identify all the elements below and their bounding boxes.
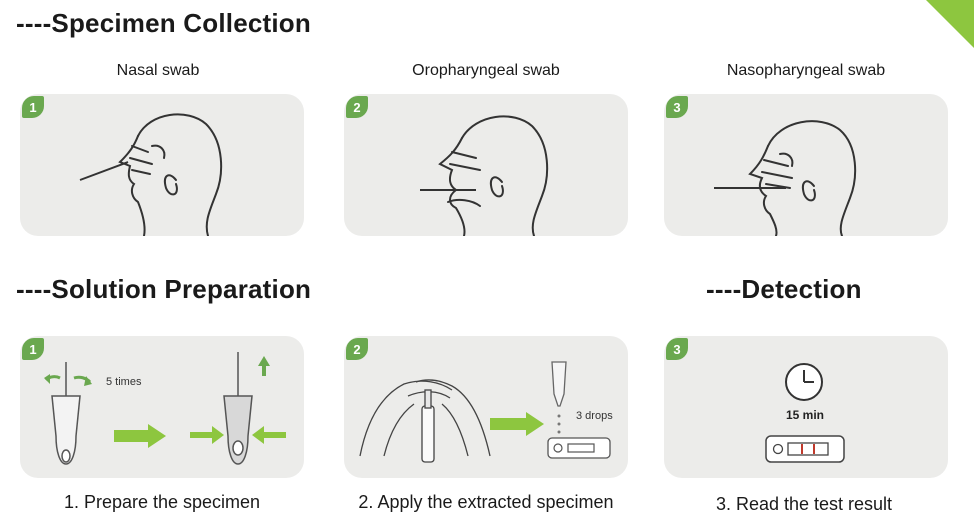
panel-read-result: 3 15 min bbox=[664, 336, 948, 478]
badge: 1 bbox=[22, 96, 44, 118]
caption-apply-specimen: 2. Apply the extracted specimen bbox=[358, 492, 614, 512]
section-title-detection: ----Detection bbox=[706, 274, 862, 304]
badge: 3 bbox=[666, 338, 688, 360]
head-nasal-swab-illustration bbox=[79, 113, 223, 236]
panel-apply-specimen: 2 3 drops bbox=[344, 336, 628, 478]
caption-prepare-specimen: 1. Prepare the specimen bbox=[63, 492, 261, 512]
panel-nasopharyngeal-swab: 3 bbox=[664, 94, 948, 236]
corner-decoration bbox=[926, 0, 974, 48]
tube-swab-illustration bbox=[44, 352, 286, 465]
head-oropharyngeal-swab-illustration bbox=[420, 115, 549, 236]
section-title-solution-preparation: ----Solution Preparation bbox=[16, 274, 312, 304]
timer-cassette-illustration bbox=[765, 363, 845, 463]
badge: 2 bbox=[346, 338, 368, 360]
caption-read-result: 3. Read the test result bbox=[715, 494, 893, 514]
panel-oropharyngeal-swab: 2 bbox=[344, 94, 628, 236]
note-three-drops: 3 drops bbox=[576, 410, 613, 422]
label-nasopharyngeal-swab: Nasopharyngeal swab bbox=[726, 62, 886, 79]
badge: 1 bbox=[22, 338, 44, 360]
hands-dropper-illustration bbox=[359, 361, 611, 463]
section-title-specimen-collection: ----Specimen Collection bbox=[16, 8, 311, 38]
panel-nasal-swab: 1 bbox=[20, 94, 304, 236]
test-cassette bbox=[765, 435, 845, 463]
label-nasal-swab: Nasal swab bbox=[116, 62, 200, 79]
panel-prepare-specimen: 1 5 times bbox=[20, 336, 304, 478]
note-fifteen-min: 15 min bbox=[785, 408, 824, 422]
label-oropharyngeal-swab: Oropharyngeal swab bbox=[412, 62, 560, 79]
badge: 3 bbox=[666, 96, 688, 118]
note-five-times: 5 times bbox=[106, 376, 142, 388]
head-nasopharyngeal-swab-illustration bbox=[714, 120, 857, 236]
badge: 2 bbox=[346, 96, 368, 118]
